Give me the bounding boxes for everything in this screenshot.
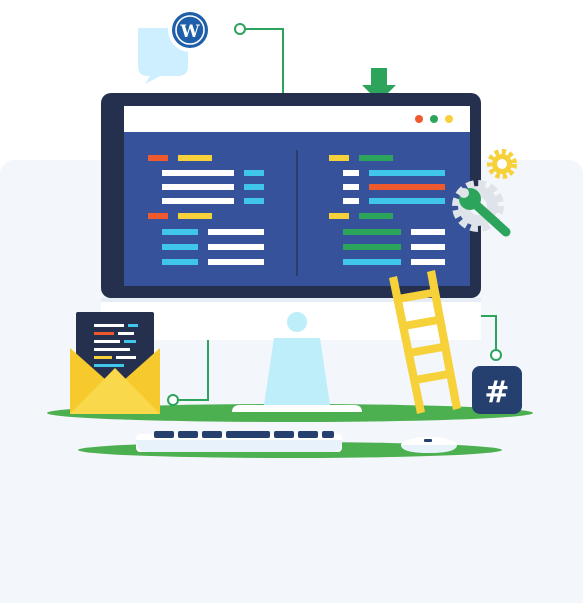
wordpress-glyph: W	[179, 22, 200, 42]
window-dot-red	[415, 115, 423, 123]
keyboard	[136, 431, 342, 452]
gear-small-icon	[487, 149, 517, 179]
code-block-left	[148, 155, 264, 265]
envelope-icon	[70, 312, 160, 414]
browser-titlebar	[124, 106, 470, 132]
wordpress-icon: W	[138, 8, 212, 84]
wrench-icon	[459, 188, 511, 237]
window-dot-green	[430, 115, 438, 123]
ground-ellipse-back	[47, 404, 533, 422]
letter-code-lines	[94, 324, 138, 367]
hashtag-icon: #	[472, 366, 522, 414]
mouse	[401, 437, 457, 453]
window-dot-yellow	[445, 115, 453, 123]
hashtag-glyph: #	[484, 375, 509, 410]
monitor-stand	[232, 312, 362, 412]
code-block-right	[329, 155, 445, 265]
screen-divider	[296, 150, 298, 276]
ladder-icon	[389, 270, 461, 414]
